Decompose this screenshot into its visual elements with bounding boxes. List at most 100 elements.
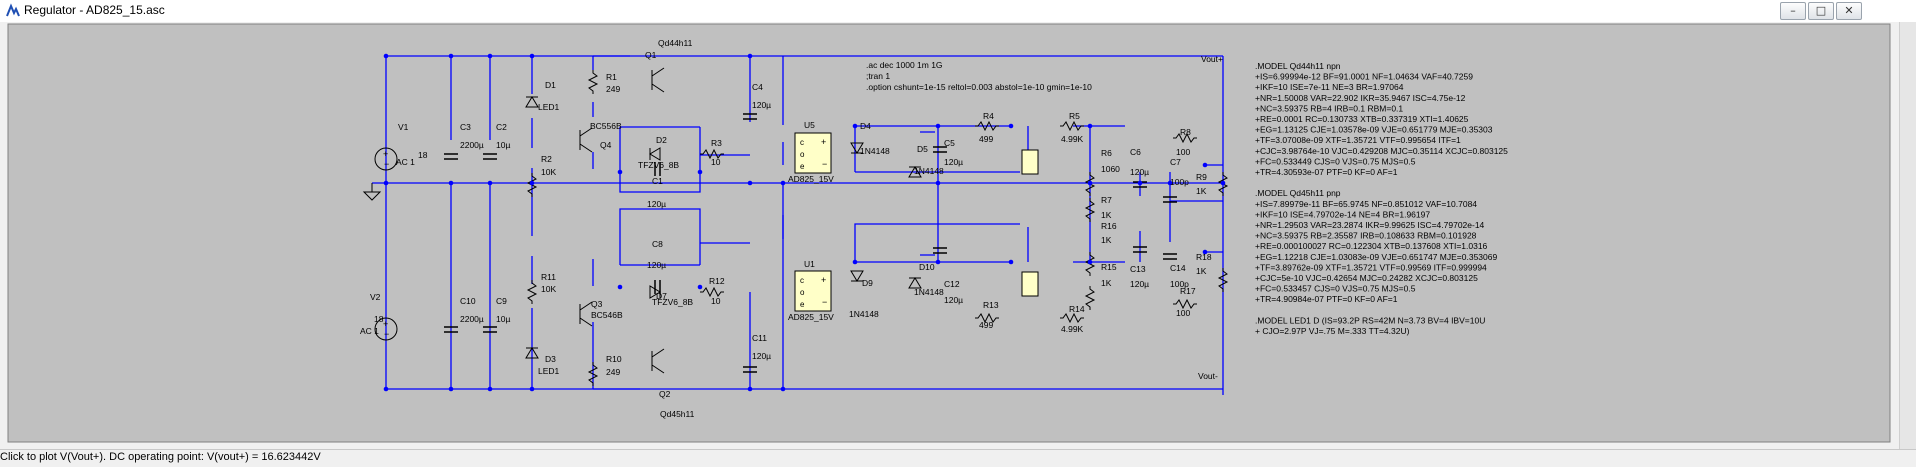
component-ref-c1[interactable]: C1: [652, 176, 663, 186]
component-value-r16[interactable]: 1K: [1101, 235, 1112, 245]
schematic-sheet[interactable]: [7, 23, 1891, 443]
net-label-vout-minus[interactable]: Vout-: [1198, 371, 1218, 381]
resistor-symbol[interactable]: [1060, 312, 1084, 324]
component-ref-r1[interactable]: R1: [606, 72, 617, 82]
component-value-r13[interactable]: 499: [979, 320, 993, 330]
resistor-symbol[interactable]: [1173, 132, 1197, 144]
component-value-q3[interactable]: BC546B: [591, 310, 623, 320]
component-ref-c5[interactable]: C5: [944, 138, 955, 148]
diode-symbol[interactable]: [525, 347, 539, 359]
component-ref-v2[interactable]: V2: [370, 292, 381, 302]
component-ref-r15[interactable]: R15: [1101, 262, 1117, 272]
component-value-r8[interactable]: 100: [1176, 147, 1190, 157]
component-ref-d2[interactable]: D2: [656, 135, 667, 145]
model-line[interactable]: +RE=0.0001 RC=0.130733 XTB=0.337319 XTI=…: [1255, 114, 1469, 124]
component-value-c8[interactable]: 120µ: [647, 260, 666, 270]
component-ref-c7[interactable]: C7: [1170, 157, 1181, 167]
model-line[interactable]: +TR=4.30593e-07 PTF=0 KF=0 AF=1: [1255, 167, 1398, 177]
component-ref-d7[interactable]: D7: [656, 291, 667, 301]
capacitor-symbol[interactable]: [483, 153, 497, 160]
resistor-symbol[interactable]: [1173, 298, 1197, 310]
model-line[interactable]: +IKF=10 ISE=4.79702e-14 NE=4 BR=1.96197: [1255, 209, 1430, 219]
component-value-v1[interactable]: 18: [418, 150, 428, 160]
ground-symbol[interactable]: [362, 183, 382, 201]
reference-ic-symbol[interactable]: [1021, 149, 1039, 175]
source-ac-v1[interactable]: AC 1: [396, 157, 415, 167]
reference-ic-symbol[interactable]: [1021, 271, 1039, 297]
component-ref-c3[interactable]: C3: [460, 122, 471, 132]
transistor-symbol[interactable]: [651, 348, 665, 374]
component-ref-d1[interactable]: D1: [545, 80, 556, 90]
component-ref-d3[interactable]: D3: [545, 354, 556, 364]
spice-directive-options[interactable]: .option cshunt=1e-15 reltol=0.003 abstol…: [866, 82, 1092, 92]
component-ref-r7[interactable]: R7: [1101, 195, 1112, 205]
diode-symbol[interactable]: [649, 147, 661, 161]
component-ref-c8[interactable]: C8: [652, 239, 663, 249]
component-value-r11[interactable]: 10K: [541, 284, 556, 294]
component-value-c12[interactable]: 120µ: [944, 295, 963, 305]
component-ref-c12[interactable]: C12: [944, 279, 960, 289]
voltage-source-symbol[interactable]: [374, 147, 398, 171]
maximize-button[interactable]: □: [1808, 2, 1834, 20]
capacitor-symbol[interactable]: [1133, 246, 1147, 253]
model-line[interactable]: +EG=1.13125 CJE=1.03578e-09 VJE=0.651779…: [1255, 125, 1493, 135]
component-value-r18[interactable]: 1K: [1196, 266, 1207, 276]
component-ref-q4[interactable]: Q4: [600, 140, 612, 150]
component-value-d2[interactable]: TFZV6_8B: [638, 160, 679, 170]
component-value-r7[interactable]: 1K: [1101, 210, 1112, 220]
component-value-r14[interactable]: 4.99K: [1061, 324, 1084, 334]
model-line[interactable]: +CJC=3.98764e-10 VJC=0.429208 MJC=0.3511…: [1255, 146, 1508, 156]
component-value-d5[interactable]: 1N4148: [914, 166, 944, 176]
capacitor-symbol[interactable]: [654, 162, 661, 176]
diode-symbol[interactable]: [908, 166, 922, 178]
model-line[interactable]: +IS=7.89979e-11 BF=65.9745 NF=0.851012 V…: [1255, 199, 1477, 209]
capacitor-symbol[interactable]: [933, 247, 947, 254]
component-value-r6[interactable]: 1060: [1101, 164, 1120, 174]
resistor-symbol[interactable]: [526, 280, 538, 304]
component-value-r17[interactable]: 100: [1176, 308, 1190, 318]
model-line[interactable]: +FC=0.533457 CJS=0 VJS=0.75 MJS=0.5: [1255, 284, 1416, 294]
capacitor-symbol[interactable]: [444, 326, 458, 333]
diode-symbol[interactable]: [525, 96, 539, 108]
model-line[interactable]: +TF=3.89762e-09 XTF=1.35721 VTF=0.99569 …: [1255, 262, 1487, 272]
component-value-c11[interactable]: 120µ: [752, 351, 771, 361]
net-label-vout-plus[interactable]: Vout+: [1201, 54, 1223, 64]
opamp-symbol[interactable]: [794, 132, 832, 174]
component-value-d3[interactable]: LED1: [538, 366, 560, 376]
component-ref-r13[interactable]: R13: [983, 300, 999, 310]
component-ref-d9[interactable]: D9: [862, 278, 873, 288]
component-value-c6[interactable]: 120µ: [1130, 167, 1149, 177]
resistor-symbol[interactable]: [1217, 268, 1229, 292]
schematic-canvas[interactable]: +−+−coe+−coe+− V118V218C32200µC210µC1022…: [0, 22, 1900, 449]
voltage-source-symbol[interactable]: [374, 317, 398, 341]
component-ref-r12[interactable]: R12: [709, 276, 725, 286]
component-value-d7[interactable]: TFZV6_8B: [652, 297, 693, 307]
component-ref-c13[interactable]: C13: [1130, 264, 1146, 274]
component-value-c10[interactable]: 2200µ: [460, 314, 484, 324]
component-ref-r16[interactable]: R16: [1101, 221, 1117, 231]
component-ref-d4[interactable]: D4: [860, 121, 871, 131]
component-value-c14[interactable]: 100p: [1170, 279, 1189, 289]
component-value-r4[interactable]: 499: [979, 134, 993, 144]
opamp-symbol[interactable]: [794, 270, 832, 312]
component-ref-r9[interactable]: R9: [1196, 172, 1207, 182]
component-value-v2[interactable]: 18: [374, 314, 384, 324]
resistor-symbol[interactable]: [700, 286, 724, 298]
component-value-r1[interactable]: 249: [606, 84, 620, 94]
component-ref-r3[interactable]: R3: [711, 138, 722, 148]
component-layer[interactable]: +−+−coe+−coe+−: [362, 53, 1229, 392]
component-ref-c4[interactable]: C4: [752, 82, 763, 92]
resistor-symbol[interactable]: [1084, 198, 1096, 222]
model-line[interactable]: .MODEL LED1 D (IS=93.2P RS=42M N=3.73 BV…: [1255, 315, 1485, 325]
spice-directive-ac[interactable]: .ac dec 1000 1m 1G: [866, 60, 943, 70]
component-value-q4[interactable]: BC556B: [590, 121, 622, 131]
capacitor-symbol[interactable]: [1163, 196, 1177, 203]
wire-segment[interactable]: [619, 126, 701, 266]
model-line[interactable]: +NC=3.59375 RB=2.35587 IRB=0.108633 RBM=…: [1255, 231, 1477, 241]
component-ref-c6[interactable]: C6: [1130, 147, 1141, 157]
close-button[interactable]: ✕: [1836, 2, 1862, 20]
component-ref-r17[interactable]: R17: [1180, 286, 1196, 296]
component-ref-r6[interactable]: R6: [1101, 148, 1112, 158]
component-ref-u5[interactable]: U5: [804, 120, 815, 130]
